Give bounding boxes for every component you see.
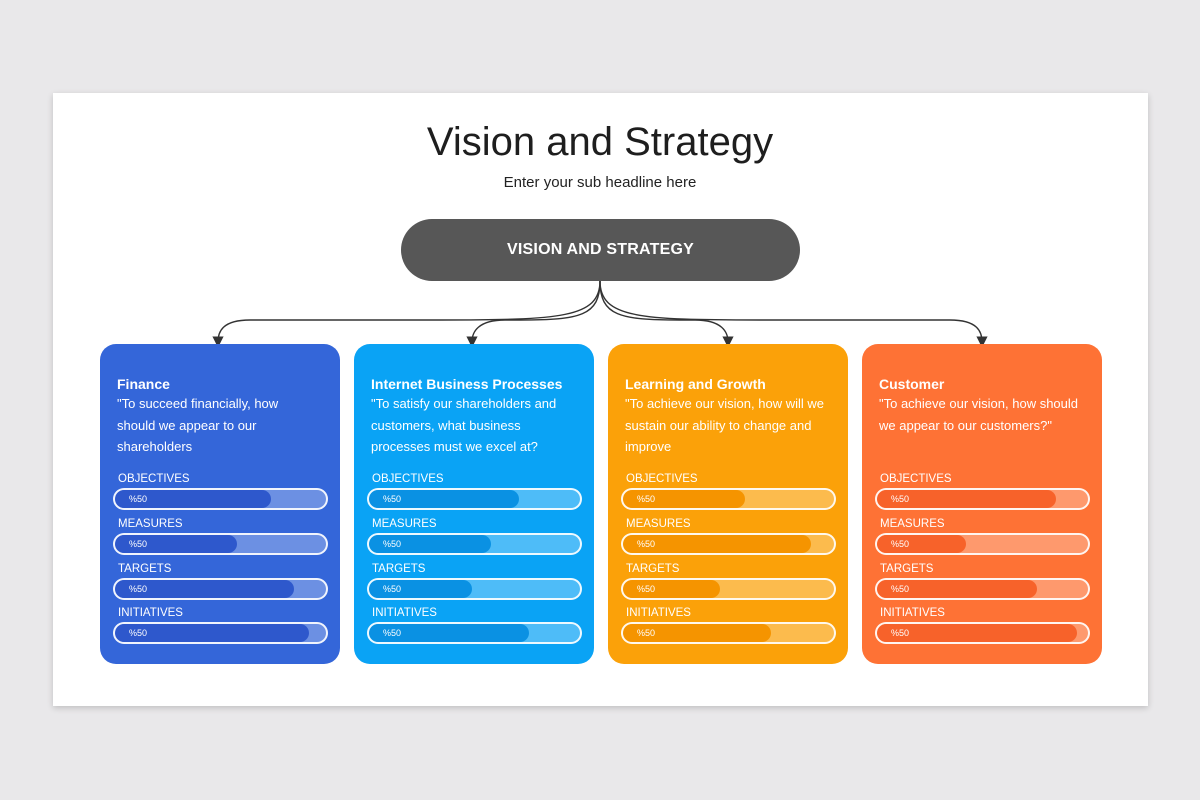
- card-title: Finance: [117, 376, 170, 392]
- central-node: VISION AND STRATEGY: [401, 219, 800, 281]
- metric-label: INITIATIVES: [626, 607, 691, 619]
- progress-bar-fill: [369, 490, 519, 508]
- progress-bar-value: %50: [637, 539, 656, 549]
- metric-label: INITIATIVES: [880, 607, 945, 619]
- progress-bar-value: %50: [129, 628, 148, 638]
- progress-bar-fill: [877, 580, 1038, 598]
- page-subtitle: Enter your sub headline here: [503, 174, 697, 191]
- card-title: Learning and Growth: [625, 376, 766, 392]
- progress-bar-fill: [369, 580, 473, 598]
- page-title: Vision and Strategy: [426, 120, 774, 164]
- card-quote: "To achieve our vision, how will we sust…: [625, 396, 824, 454]
- perspective-card-internet-business: Internet Business Processes "To satisfy o…: [354, 344, 594, 664]
- progress-bar-value: %50: [637, 494, 656, 504]
- progress-bar: %50: [875, 488, 1090, 510]
- connector-finance: [212, 280, 601, 348]
- progress-bar-fill: [623, 535, 811, 553]
- progress-bar: %50: [113, 488, 328, 510]
- metric-label: TARGETS: [626, 563, 680, 575]
- central-node-label: VISION AND STRATEGY: [507, 241, 694, 258]
- perspective-card-finance: Finance "To succeed financially, how shou…: [100, 344, 340, 664]
- progress-bar-fill: [623, 490, 746, 508]
- progress-bar: %50: [875, 533, 1090, 555]
- progress-bar-value: %50: [129, 539, 148, 549]
- metric-label: MEASURES: [118, 518, 183, 530]
- progress-bar: %50: [621, 488, 836, 510]
- metric-label: OBJECTIVES: [372, 473, 444, 485]
- progress-bar: %50: [367, 488, 582, 510]
- progress-bar: %50: [875, 622, 1090, 644]
- progress-bar-value: %50: [383, 494, 402, 504]
- metric-label: TARGETS: [372, 563, 426, 575]
- metric-label: TARGETS: [118, 563, 172, 575]
- metric-label: TARGETS: [880, 563, 934, 575]
- card-title: Internet Business Processes: [371, 376, 563, 392]
- progress-bar: %50: [367, 622, 582, 644]
- progress-bar-fill: [623, 580, 721, 598]
- progress-bar-value: %50: [891, 539, 910, 549]
- metric-label: MEASURES: [880, 518, 945, 530]
- progress-bar: %50: [621, 622, 836, 644]
- perspective-card-customer: Customer "To achieve our vision, how shou…: [862, 344, 1102, 664]
- card-title: Customer: [879, 376, 945, 392]
- progress-bar-value: %50: [637, 628, 656, 638]
- card-quote: "To succeed financially, how should we a…: [117, 396, 279, 454]
- progress-bar-value: %50: [383, 539, 402, 549]
- metric-label: INITIATIVES: [118, 607, 183, 619]
- metric-label: MEASURES: [626, 518, 691, 530]
- card-quote: "To satisfy our shareholders and custome…: [371, 396, 557, 454]
- progress-bar: %50: [367, 533, 582, 555]
- progress-bar-value: %50: [383, 584, 402, 594]
- progress-bar-value: %50: [637, 584, 656, 594]
- progress-bar-fill: [877, 624, 1078, 642]
- metric-label: OBJECTIVES: [880, 473, 952, 485]
- progress-bar: %50: [367, 578, 582, 600]
- perspective-card-learning-growth: Learning and Growth "To achieve our visio…: [608, 344, 848, 664]
- progress-bar-fill: [623, 624, 771, 642]
- metric-label: INITIATIVES: [372, 607, 437, 619]
- progress-bar-fill: [115, 580, 295, 598]
- progress-bar-fill: [369, 535, 492, 553]
- progress-bar-fill: [369, 624, 530, 642]
- connector-learning: [599, 280, 734, 348]
- progress-bar: %50: [621, 578, 836, 600]
- progress-bar: %50: [113, 622, 328, 644]
- progress-bar-value: %50: [129, 494, 148, 504]
- card-quote: "To achieve our vision, how should we ap…: [879, 396, 1079, 433]
- progress-bar-fill: [115, 624, 310, 642]
- progress-bar-value: %50: [891, 584, 910, 594]
- metric-label: MEASURES: [372, 518, 437, 530]
- metric-label: OBJECTIVES: [118, 473, 190, 485]
- progress-bar: %50: [113, 533, 328, 555]
- progress-bar: %50: [113, 578, 328, 600]
- progress-bar: %50: [875, 578, 1090, 600]
- connector-customer: [599, 280, 988, 348]
- connector-internet-business: [466, 280, 601, 348]
- progress-bar-value: %50: [891, 628, 910, 638]
- progress-bar-fill: [115, 490, 272, 508]
- progress-bar: %50: [621, 533, 836, 555]
- progress-bar-fill: [877, 535, 966, 553]
- progress-bar-value: %50: [129, 584, 148, 594]
- progress-bar-fill: [115, 535, 238, 553]
- metric-label: OBJECTIVES: [626, 473, 698, 485]
- progress-bar-fill: [877, 490, 1057, 508]
- progress-bar-value: %50: [383, 628, 402, 638]
- progress-bar-value: %50: [891, 494, 910, 504]
